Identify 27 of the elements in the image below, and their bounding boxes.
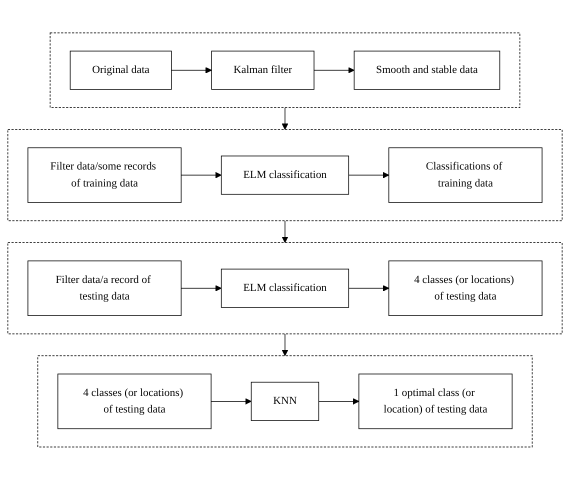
arrow	[171, 66, 212, 74]
node-box: 1 optimal class (or location) of testing data	[358, 373, 512, 429]
node-box: 4 classes (or locations) of testing data	[388, 260, 542, 316]
arrow	[314, 66, 354, 74]
node-box: ELM classification	[220, 155, 350, 194]
arrow	[348, 284, 390, 292]
node-box: Smooth and stable data	[354, 50, 500, 90]
node-box: Filter data/a record of testing data	[28, 260, 182, 316]
node-box: Filter data/some records of training data	[28, 147, 182, 202]
arrow	[282, 220, 288, 243]
cluster	[37, 354, 533, 447]
arrow	[210, 398, 252, 404]
arrow	[282, 333, 288, 356]
arrow	[282, 106, 288, 130]
node-box: KNN	[250, 381, 320, 420]
node-box: Original data	[70, 50, 172, 90]
cluster	[50, 32, 520, 108]
cluster	[7, 242, 562, 334]
node-box: ELM classification	[220, 268, 350, 308]
node-box: Classifications of training data	[388, 147, 542, 202]
node-box: Kalman filter	[211, 50, 314, 90]
arrow	[180, 284, 222, 292]
arrow	[318, 398, 360, 404]
arrow	[348, 172, 390, 178]
node-box: 4 classes (or locations) of testing data	[57, 373, 212, 429]
arrow	[180, 172, 222, 178]
cluster	[7, 128, 562, 221]
